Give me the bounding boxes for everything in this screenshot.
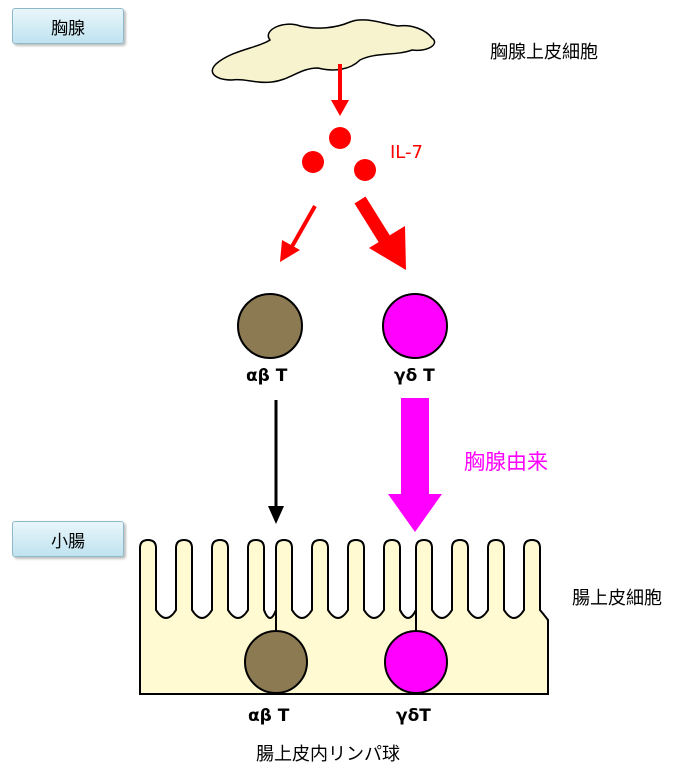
black-arrow-head: [268, 506, 284, 524]
iel-gamma-delta-cell: [385, 631, 447, 693]
il7-dot: [329, 127, 351, 149]
thymus-derived-label: 胸腺由来: [464, 446, 548, 476]
thymic-epithelial-cell: [212, 20, 434, 83]
iel-alpha-beta-cell: [245, 631, 307, 693]
alpha-beta-t-cell: [238, 294, 302, 358]
il7-arrow-head: [331, 100, 349, 116]
thin-arrow-head: [280, 240, 300, 262]
iel-alpha-beta-label: αβ T: [248, 706, 289, 726]
alpha-beta-t-label: αβ T: [246, 366, 287, 386]
il7-dot: [354, 159, 376, 181]
il7-dot: [302, 151, 324, 173]
iel-gamma-delta-label: γδT: [396, 706, 431, 726]
magenta-arrow-head: [388, 494, 442, 532]
iel-caption: 腸上皮内リンパ球: [256, 740, 400, 766]
il7-label: IL-7: [390, 142, 423, 163]
intestinal-epithelial-label: 腸上皮細胞: [572, 584, 662, 610]
gamma-delta-t-cell: [383, 294, 447, 358]
gamma-delta-t-label: γδ T: [394, 366, 435, 386]
thymic-epithelial-label: 胸腺上皮細胞: [490, 38, 598, 64]
intestinal-epithelium: [140, 540, 548, 694]
